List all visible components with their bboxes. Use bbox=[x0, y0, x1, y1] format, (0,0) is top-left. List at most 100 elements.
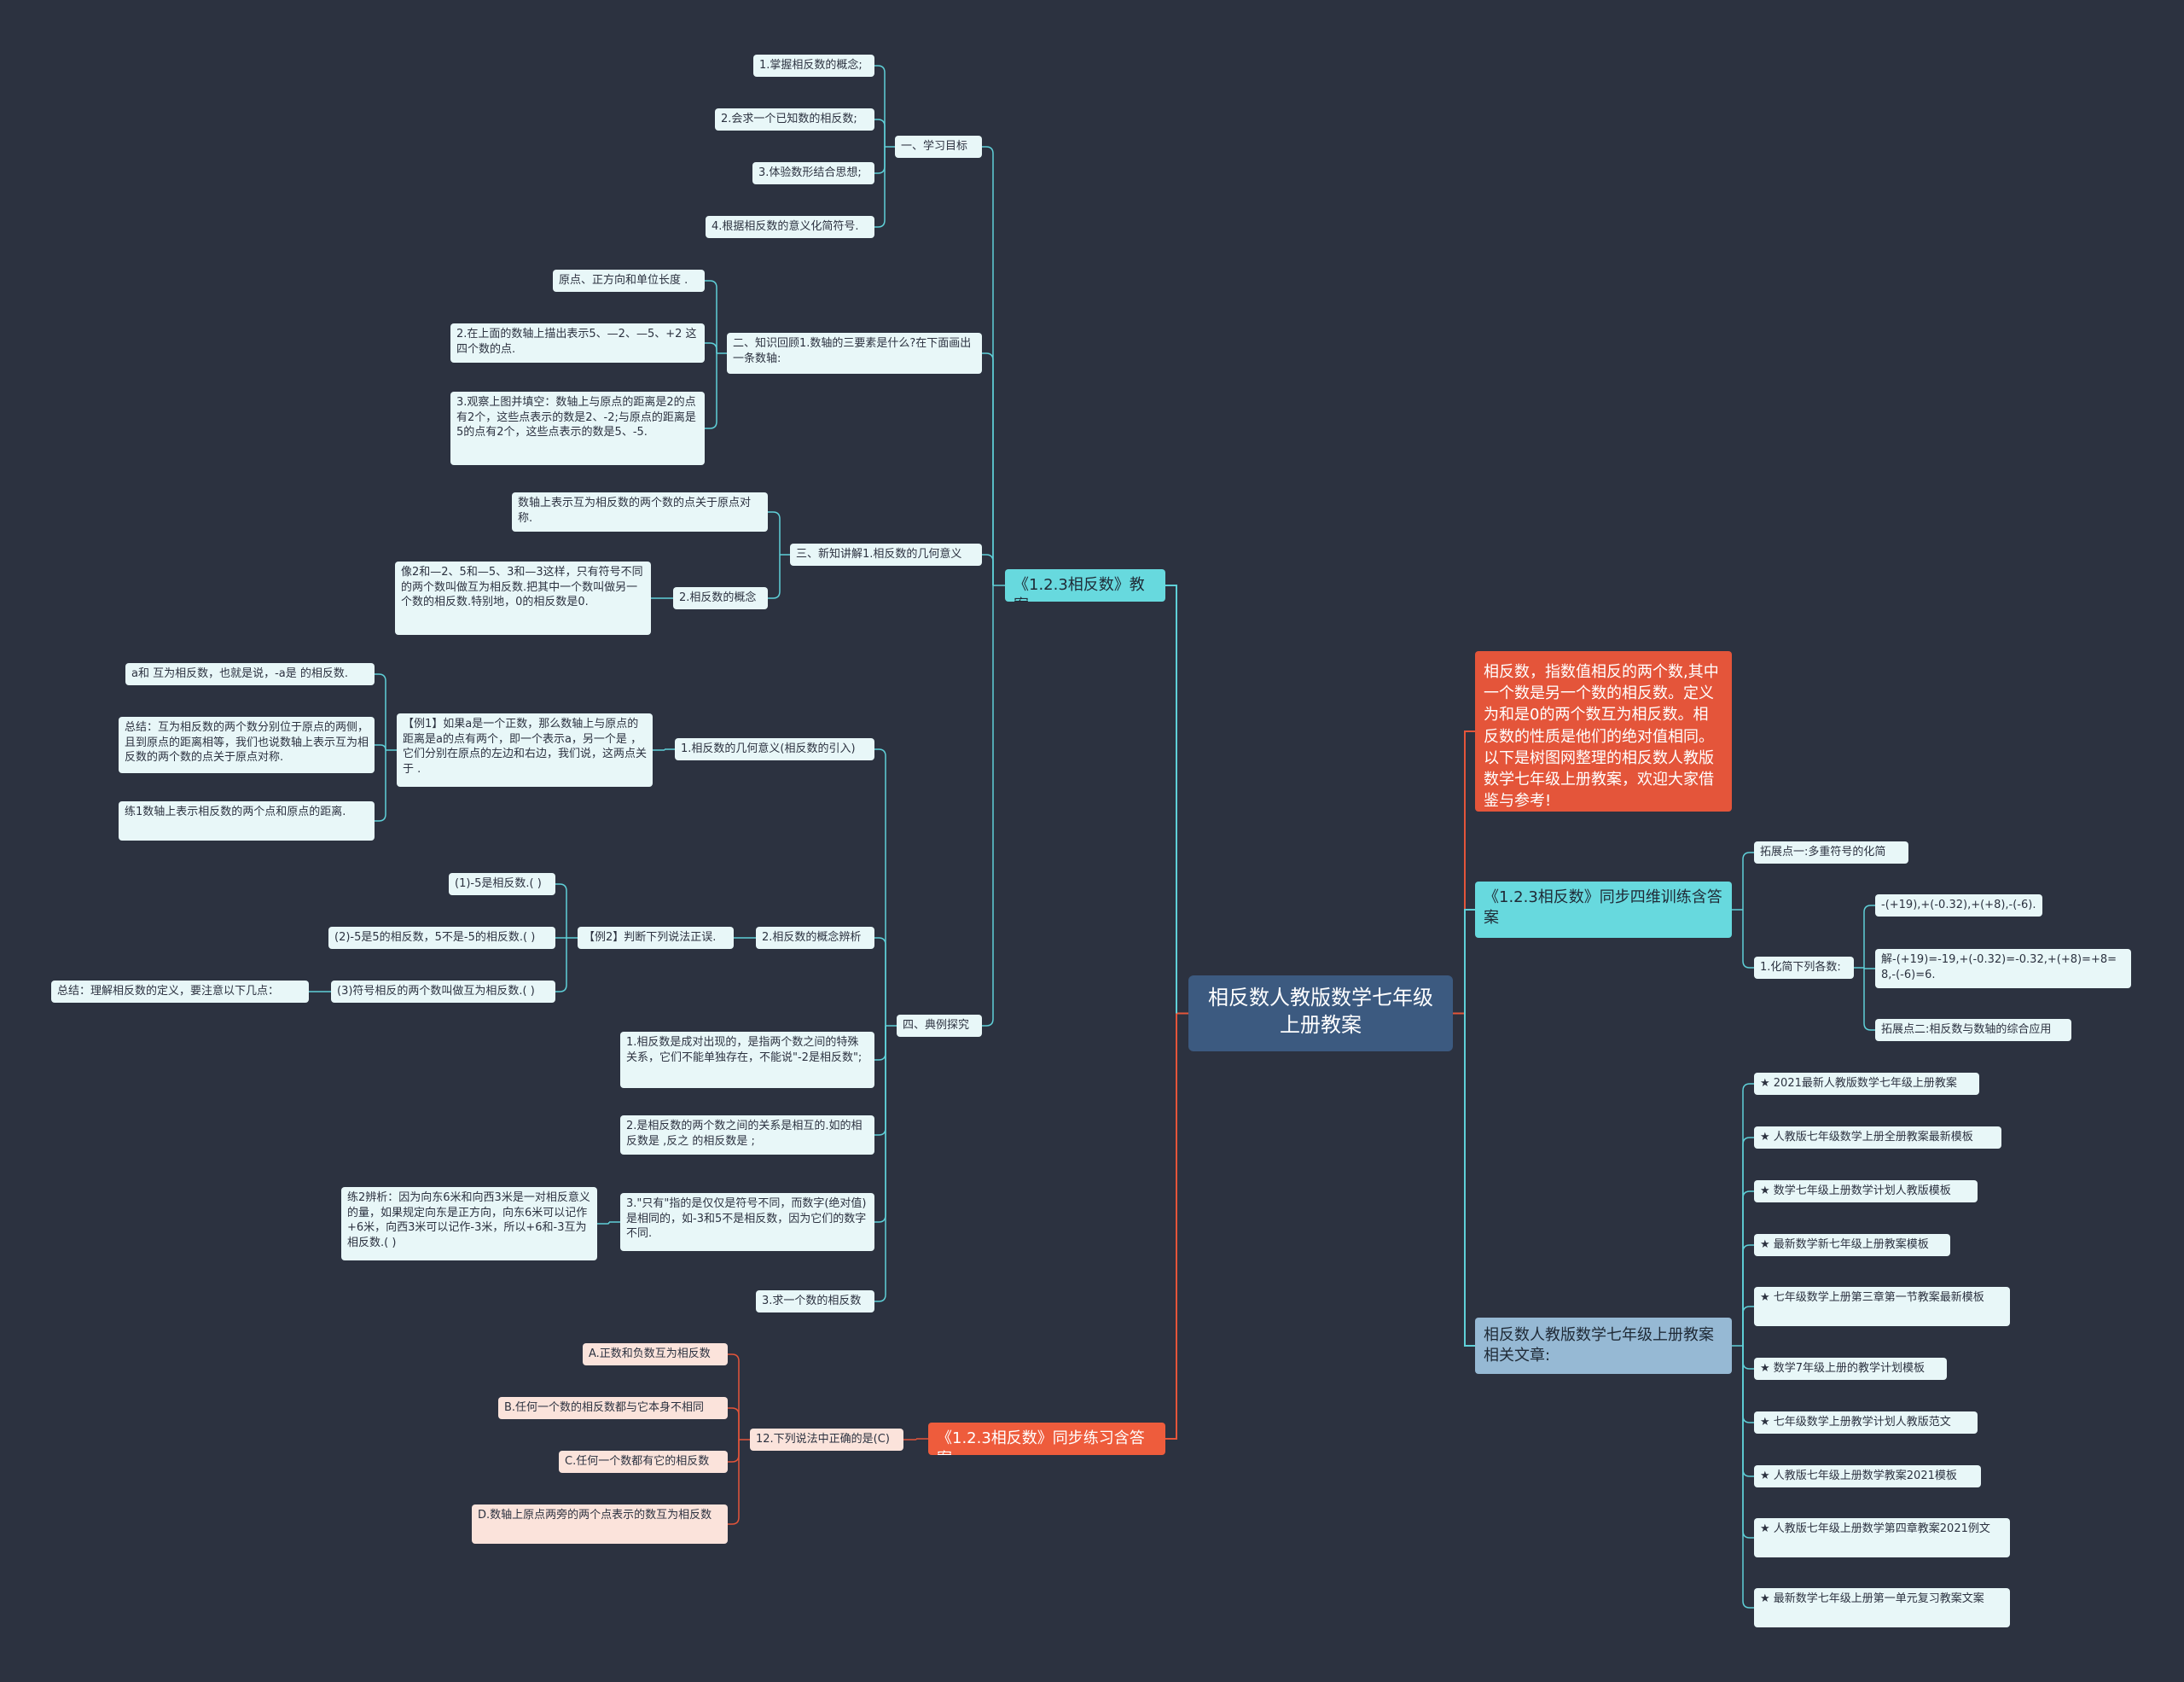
option-d[interactable]: D.数轴上原点两旁的两个点表示的数互为相反数 bbox=[472, 1504, 728, 1544]
related-item-7[interactable]: ★ 七年级数学上册教学计划人教版范文 bbox=[1754, 1411, 1978, 1434]
edge-example-1-item-2 bbox=[375, 744, 386, 751]
edge-review-item-1 bbox=[705, 280, 717, 353]
edge-example-1 bbox=[653, 748, 665, 751]
example-1-item-1[interactable]: a和 互为相反数，也就是说，-a是 的相反数. bbox=[125, 663, 375, 685]
edge-practice-2 bbox=[597, 1221, 610, 1225]
find-opposite-node[interactable]: 3.求一个数的相反数 bbox=[756, 1290, 874, 1312]
extension-1[interactable]: 拓展点一:多重符号的化简 bbox=[1754, 841, 1908, 864]
edge-related-item-6 bbox=[1742, 1346, 1754, 1370]
example-2-item-3[interactable]: (3)符号相反的两个数叫做互为相反数.( ) bbox=[331, 981, 555, 1003]
edge-related-branch bbox=[1464, 1013, 1475, 1347]
point-2[interactable]: 2.是相反数的两个数之间的关系是相互的.如的相反数是 ,反之 的相反数是 ; bbox=[620, 1115, 874, 1155]
option-a[interactable]: A.正数和负数互为相反数 bbox=[583, 1343, 728, 1365]
edge-option-b bbox=[728, 1407, 740, 1440]
symmetry-note[interactable]: 数轴上表示互为相反数的两个数的点关于原点对称. bbox=[512, 492, 768, 532]
edge-goal-item-1 bbox=[874, 65, 886, 147]
goal-item-3[interactable]: 3.体验数形结合思想; bbox=[752, 162, 874, 184]
edge-goal-item-2 bbox=[874, 119, 886, 147]
extension-2[interactable]: 拓展点二:相反数与数轴的综合应用 bbox=[1875, 1019, 2071, 1041]
point-1[interactable]: 1.相反数是成对出现的，是指两个数之间的特殊关系，它们不能单独存在，不能说"-2… bbox=[620, 1032, 874, 1088]
simplify-solution[interactable]: 解-(+19)=-19,+(-0.32)=-0.32,+(+8)=+8=8,-(… bbox=[1875, 949, 2131, 988]
related-item-10[interactable]: ★ 最新数学七年级上册第一单元复习教案文案 bbox=[1754, 1588, 2010, 1627]
edge-related-item-3 bbox=[1742, 1190, 1754, 1346]
example-2-item-2[interactable]: (2)-5是5的相反数，5不是-5的相反数.( ) bbox=[328, 927, 555, 949]
edge-new-knowledge-node bbox=[982, 554, 994, 585]
related-item-3[interactable]: ★ 数学七年级上册数学计划人教版模板 bbox=[1754, 1180, 1978, 1202]
edge-related-item-4 bbox=[1742, 1244, 1754, 1346]
simplify-expression[interactable]: -(+19),+(-0.32),+(+8),-(-6). bbox=[1875, 894, 2042, 917]
edge-point-2 bbox=[874, 1026, 886, 1136]
new-knowledge-node[interactable]: 三、新知讲解1.相反数的几何意义 bbox=[790, 544, 982, 566]
example-2[interactable]: 【例2】判断下列说法正误. bbox=[578, 927, 734, 949]
answers-branch[interactable]: 《1.2.3相反数》同步练习含答案 bbox=[928, 1423, 1165, 1455]
lesson-branch[interactable]: 《1.2.3相反数》教案 bbox=[1005, 569, 1165, 602]
edge-simplify-node bbox=[1742, 910, 1754, 969]
review-node[interactable]: 二、知识回顾1.数轴的三要素是什么?在下面画出一条数轴: bbox=[727, 333, 982, 374]
edge-example-2-item-1 bbox=[555, 883, 567, 938]
goal-item-2[interactable]: 2.会求一个已知数的相反数; bbox=[715, 108, 874, 131]
related-item-5[interactable]: ★ 七年级数学上册第三章第一节教案最新模板 bbox=[1754, 1287, 2010, 1326]
related-item-8[interactable]: ★ 人教版七年级上册数学教案2021模板 bbox=[1754, 1465, 1981, 1487]
edge-option-c bbox=[728, 1440, 740, 1463]
edge-intro-branch bbox=[1464, 730, 1475, 1014]
goal-item-4[interactable]: 4.根据相反数的意义化简符号. bbox=[706, 216, 874, 238]
related-item-2[interactable]: ★ 人教版七年级数学上册全册教案最新模板 bbox=[1754, 1126, 2001, 1149]
edge-point-1 bbox=[874, 1026, 886, 1061]
edge-review-node bbox=[982, 352, 994, 585]
edge-option-d bbox=[728, 1440, 740, 1525]
related-item-9[interactable]: ★ 人教版七年级上册数学第四章教案2021例文 bbox=[1754, 1518, 2010, 1557]
intro-branch[interactable]: 相反数，指数值相反的两个数,其中一个数是另一个数的相反数。定义为和是0的两个数互… bbox=[1475, 651, 1732, 812]
edge-answers-branch bbox=[1165, 1013, 1177, 1440]
example-2-item-1[interactable]: (1)-5是相反数.( ) bbox=[449, 873, 555, 895]
edge-question-node bbox=[903, 1438, 917, 1440]
edge-simplify-expression bbox=[1863, 905, 1875, 968]
edge-example-1-item-3 bbox=[375, 750, 386, 822]
simplify-node[interactable]: 1.化简下列各数: bbox=[1754, 957, 1854, 979]
concept-detail[interactable]: 像2和—2、5和—5、3和—3这样，只有符号不同的两个数叫做互为相反数.把其中一… bbox=[395, 562, 651, 635]
review-item-3[interactable]: 3.观察上图并填空：数轴上与原点的距离是2的点有2个，这些点表示的数是2、-2;… bbox=[450, 392, 705, 465]
edge-point-3 bbox=[874, 1026, 886, 1223]
edge-examples-node bbox=[982, 585, 994, 1027]
example-1-item-2[interactable]: 总结：互为相反数的两个数分别位于原点的两侧，且到原点的距离相等，我们也说数轴上表… bbox=[119, 717, 375, 773]
edge-related-item-8 bbox=[1742, 1346, 1754, 1477]
review-item-1[interactable]: 原点、正方向和单位长度 . bbox=[553, 270, 705, 292]
edge-goals-node bbox=[982, 146, 994, 585]
edge-geo-meaning-node bbox=[874, 748, 886, 1026]
question-node[interactable]: 12.下列说法中正确的是(C) bbox=[750, 1429, 903, 1451]
edge-example-2-item-3 bbox=[555, 938, 567, 992]
concept-analysis-node[interactable]: 2.相反数的概念辨析 bbox=[756, 927, 874, 949]
training-branch[interactable]: 《1.2.3相反数》同步四维训练含答案 bbox=[1475, 882, 1732, 938]
related-branch[interactable]: 相反数人教版数学七年级上册教案相关文章: bbox=[1475, 1318, 1732, 1374]
examples-node[interactable]: 四、典例探究 bbox=[897, 1015, 982, 1037]
edge-related-item-7 bbox=[1742, 1346, 1754, 1423]
example-1[interactable]: 【例1】如果a是一个正数，那么数轴上与原点的距离是a的点有两个，即一个表示a，另… bbox=[397, 713, 653, 787]
example-1-item-3[interactable]: 练1数轴上表示相反数的两个点和原点的距离. bbox=[119, 801, 375, 841]
edge-extension-1 bbox=[1742, 852, 1754, 910]
goal-item-1[interactable]: 1.掌握相反数的概念; bbox=[753, 55, 874, 77]
concept-node[interactable]: 2.相反数的概念 bbox=[673, 587, 768, 609]
edge-review-item-3 bbox=[705, 353, 717, 429]
edge-related-item-10 bbox=[1742, 1346, 1754, 1609]
summary-note[interactable]: 总结：理解相反数的定义，要注意以下几点： bbox=[51, 981, 309, 1003]
option-c[interactable]: C.任何一个数都有它的相反数 bbox=[559, 1451, 728, 1473]
review-item-2[interactable]: 2.在上面的数轴上描出表示5、—2、—5、+2 这四个数的点. bbox=[450, 323, 705, 363]
point-3[interactable]: 3."只有"指的是仅仅是符号不同，而数字(绝对值)是相同的，如-3和5不是相反数… bbox=[620, 1193, 874, 1251]
edge-review-item-2 bbox=[705, 342, 717, 353]
edge-simplify-solution bbox=[1863, 967, 1875, 969]
related-item-6[interactable]: ★ 数学7年级上册的教学计划模板 bbox=[1754, 1358, 1947, 1380]
edge-related-item-5 bbox=[1742, 1306, 1754, 1346]
edge-concept-node bbox=[768, 555, 781, 599]
related-item-4[interactable]: ★ 最新数学新七年级上册教案模板 bbox=[1754, 1234, 1950, 1256]
edge-concept-analysis-node bbox=[874, 937, 886, 1026]
edge-related-item-9 bbox=[1742, 1346, 1754, 1539]
root-node[interactable]: 相反数人教版数学七年级上册教案 bbox=[1188, 975, 1453, 1051]
geo-meaning-node[interactable]: 1.相反数的几何意义(相反数的引入) bbox=[675, 738, 874, 760]
edge-lesson-branch bbox=[1165, 585, 1177, 1014]
edge-goal-item-4 bbox=[874, 147, 886, 228]
goals-node[interactable]: 一、学习目标 bbox=[895, 136, 982, 158]
practice-2[interactable]: 练2辨析：因为向东6米和向西3米是一对相反意义的量，如果规定向东是正方向，向东6… bbox=[341, 1187, 597, 1260]
option-b[interactable]: B.任何一个数的相反数都与它本身不相同 bbox=[498, 1397, 728, 1419]
edge-goal-item-3 bbox=[874, 147, 886, 174]
related-item-1[interactable]: ★ 2021最新人教版数学七年级上册教案 bbox=[1754, 1073, 1979, 1095]
edge-training-branch bbox=[1464, 909, 1475, 1014]
